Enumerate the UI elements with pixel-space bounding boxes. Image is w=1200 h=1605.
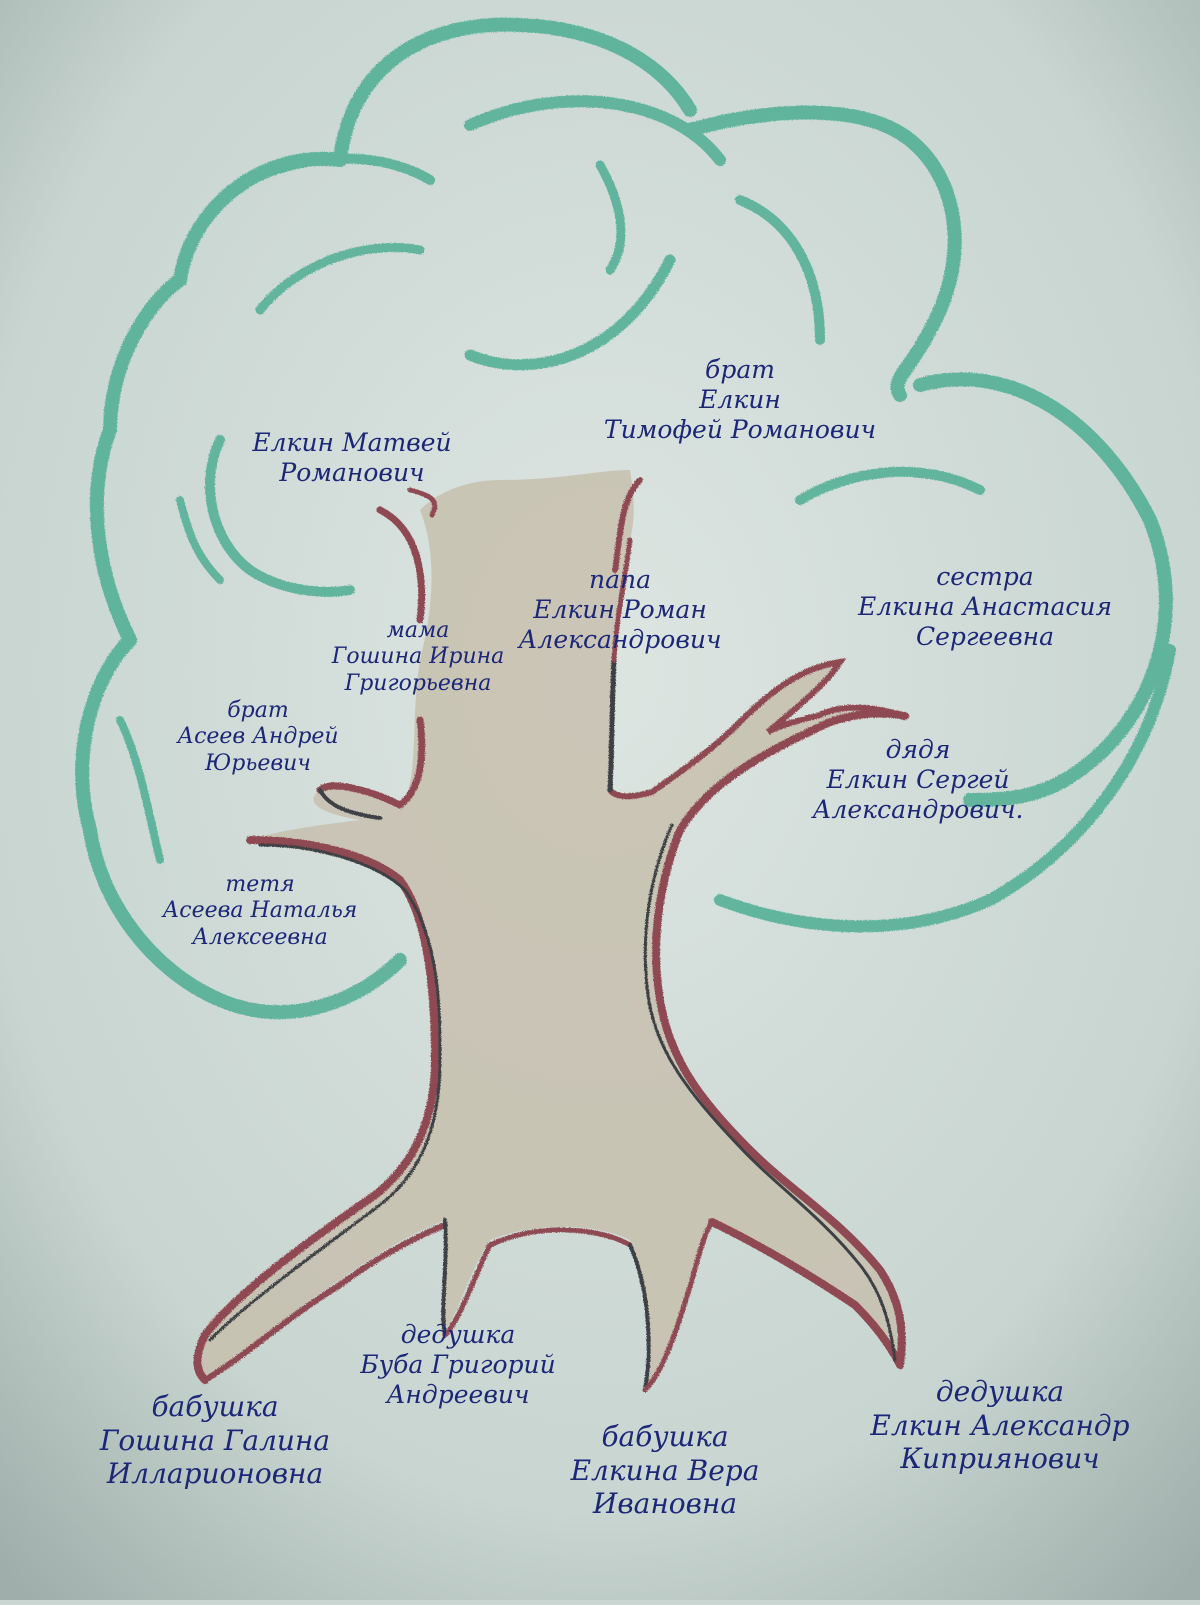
member-aunt: тетя Асеева Наталья Алексеевна [163,872,358,951]
member-grandpa-aleksandr: дедушка Елкин Александр Киприянович [870,1375,1129,1476]
member-relation: бабушка [151,1390,279,1423]
member-mama: мама Гошина Ирина Григорьевна [332,618,504,697]
member-name-line: Юрьевич [205,750,311,776]
member-name-line: Илларионовна [106,1457,324,1491]
member-relation: мама [386,618,450,643]
member-relation: сестра [936,562,1034,591]
member-name-line: Сергеевна [915,622,1055,651]
member-name-line: Гошина Галина [99,1423,331,1457]
member-name-line: Елкина Вера [570,1453,760,1487]
member-name-line: Асеева Наталья [162,898,358,924]
member-relation: бабушка [601,1420,729,1453]
member-relation: брат [227,698,289,723]
tree-trunk [198,470,906,1390]
member-name-line: Киприянович [900,1442,1100,1476]
member-name-line: Тимофей Романович [603,415,877,444]
member-timofey: брат Елкин Тимофей Романович [604,355,876,445]
trunk-outline [193,477,909,1393]
member-name-line: Романович [279,458,425,487]
member-relation: тетя [225,872,295,897]
member-name-line: Елкин Александр [870,1408,1130,1442]
member-name-line: Асеев Андрей [177,724,339,750]
member-relation: дедушка [935,1375,1065,1408]
member-name-line: Александрович [518,625,722,654]
member-grandma-vera: бабушка Елкина Вера Ивановна [571,1420,760,1521]
member-matvey: Елкин Матвей Романович [252,428,451,488]
member-name-line: Алексеевна [192,924,328,950]
member-brother-andrey: брат Асеев Андрей Юрьевич [177,698,338,777]
member-name-line: Елкина Анастасия [857,592,1113,621]
member-grandpa-grigoriy: дедушка Буба Григорий Андреевич [360,1320,556,1410]
member-sister: сестра Елкина Анастасия Сергеевна [858,562,1112,652]
member-name-line: Григорьевна [344,670,492,696]
member-relation: дедушка [400,1320,516,1349]
member-name-line: Елкин Матвей [252,428,452,457]
member-name-line: Ивановна [592,1487,738,1521]
member-name-line: Гошина Ирина [331,644,505,670]
member-relation: брат [705,355,775,384]
member-relation: дядя [885,735,951,764]
member-name-line: Елкин Сергей [826,765,1010,794]
member-name-line: Андреевич [386,1380,530,1409]
member-uncle: дядя Елкин Сергей Александрович. [813,735,1024,825]
tree-crown [75,17,1176,1020]
member-name-line: Елкин Роман [533,595,707,624]
member-name-line: Елкин [699,385,781,414]
member-relation: папа [588,565,651,594]
member-name-line: Александрович. [812,795,1024,824]
member-name-line: Буба Григорий [360,1350,556,1379]
member-papa: папа Елкин Роман Александрович [518,565,721,655]
member-grandma-galina: бабушка Гошина Галина Илларионовна [100,1390,330,1491]
